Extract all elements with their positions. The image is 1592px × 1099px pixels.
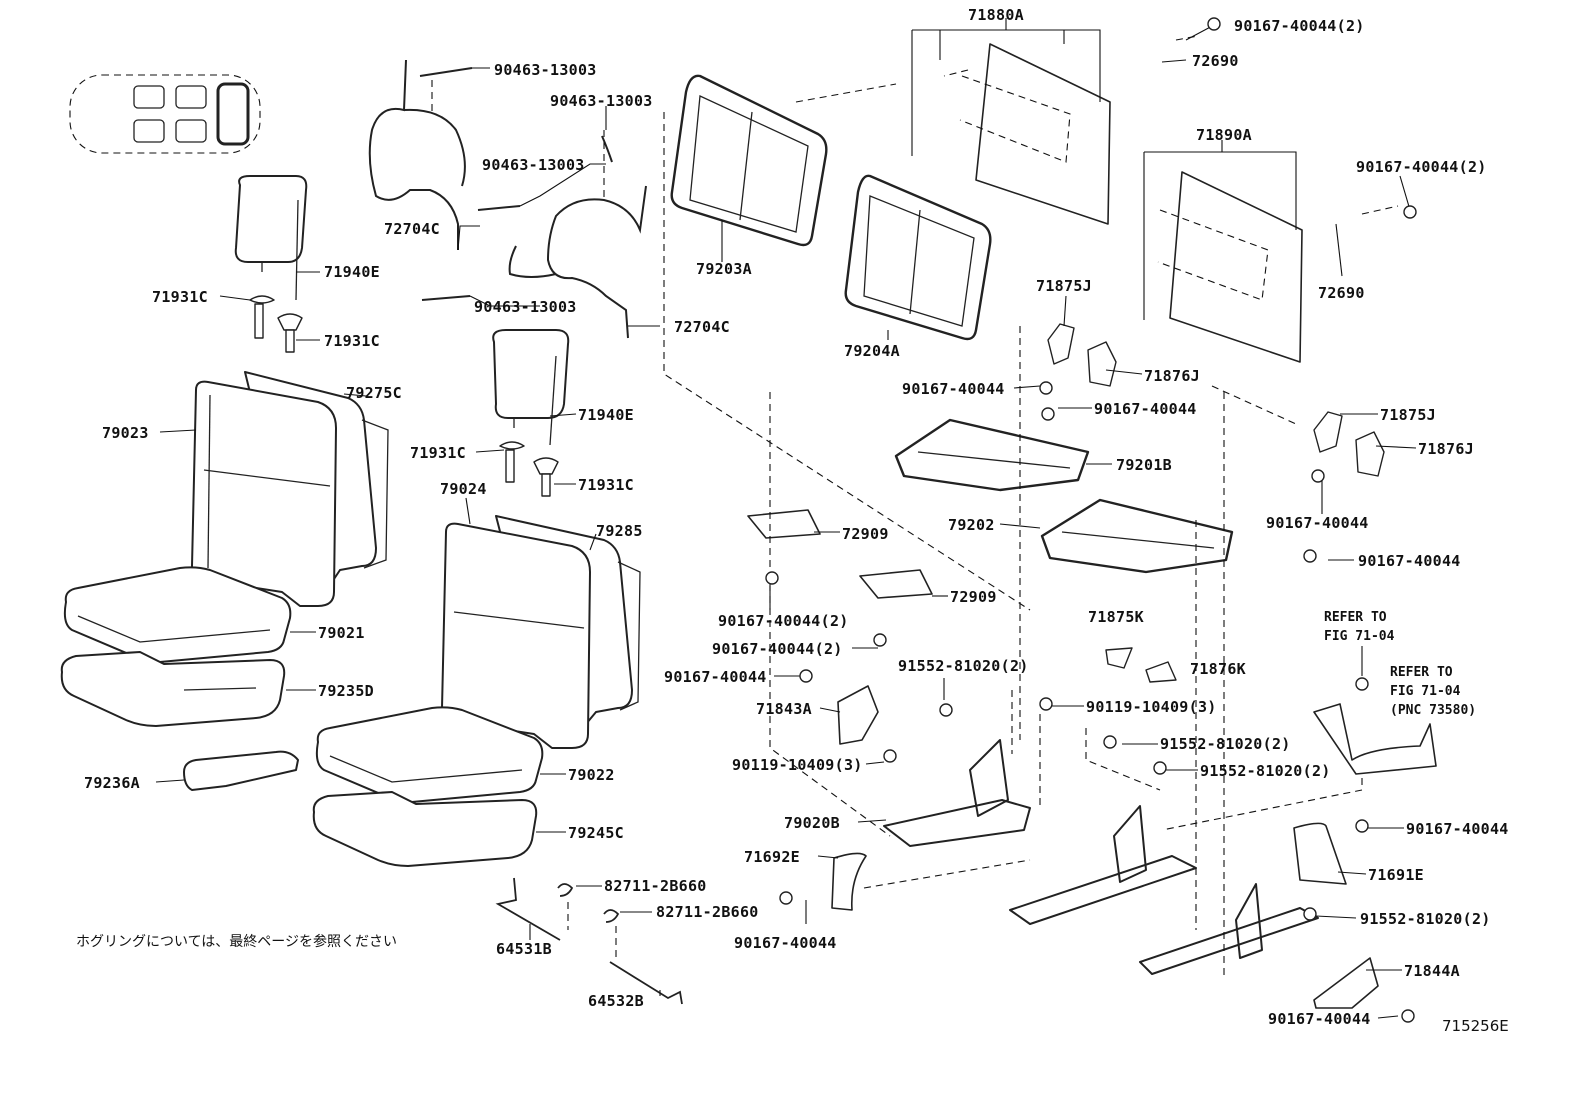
label-72690-right: 72690 bbox=[1318, 284, 1365, 302]
seat-back-right bbox=[441, 515, 641, 749]
label-79235d: 79235D bbox=[318, 682, 374, 700]
label-79020b: 79020B bbox=[784, 814, 840, 832]
rear-board-71880a bbox=[959, 43, 1111, 225]
label-90167-top: 90167-40044(2) bbox=[1234, 17, 1365, 35]
label-90463-3: 90463-13003 bbox=[482, 156, 585, 174]
label-79245c: 79245C bbox=[568, 824, 624, 842]
seat-layout-key bbox=[69, 74, 261, 154]
label-71931c-3: 71931C bbox=[410, 444, 466, 462]
label-82711-2: 82711-2B660 bbox=[656, 903, 759, 921]
rear-board-71890a bbox=[1157, 171, 1303, 363]
label-71940e-2: 71940E bbox=[578, 406, 634, 424]
label-91552-2: 91552-81020(2) bbox=[1160, 735, 1291, 753]
label-79275c: 79275C bbox=[346, 384, 402, 402]
label-79285: 79285 bbox=[596, 522, 643, 540]
label-90167-e: 90167-40044(2) bbox=[718, 612, 849, 630]
label-71875k: 71875K bbox=[1088, 608, 1144, 626]
label-79203a: 79203A bbox=[696, 260, 752, 278]
label-90463-2: 90463-13003 bbox=[550, 92, 653, 110]
leader-lines bbox=[155, 18, 1417, 1019]
label-71931c-2: 71931C bbox=[324, 332, 380, 350]
label-64531b: 64531B bbox=[496, 940, 552, 958]
label-79022: 79022 bbox=[568, 766, 615, 784]
label-90463-1: 90463-13003 bbox=[494, 61, 597, 79]
label-71876k: 71876K bbox=[1190, 660, 1246, 678]
hog-ring-wires bbox=[495, 877, 683, 1005]
label-71876j-2: 71876J bbox=[1418, 440, 1474, 458]
assembly-guides bbox=[431, 35, 1399, 980]
label-72704c-1: 72704C bbox=[384, 220, 440, 238]
refer-note-2-line1: REFER TO bbox=[1390, 665, 1453, 680]
label-71940e-1: 71940E bbox=[324, 263, 380, 281]
label-90167-g: 90167-40044 bbox=[664, 668, 767, 686]
label-71875j-2: 71875J bbox=[1380, 406, 1436, 424]
refer-note-2-line3: (PNC 73580) bbox=[1390, 703, 1476, 718]
figure-code: 715256E bbox=[1442, 1017, 1509, 1035]
seat-cushion-right bbox=[312, 706, 544, 867]
side-covers bbox=[831, 685, 1437, 1009]
label-79201b: 79201B bbox=[1116, 456, 1172, 474]
label-71931c-1: 71931C bbox=[152, 288, 208, 306]
part-labels: 71880A 90167-40044(2) 72690 90463-13003 … bbox=[76, 6, 1509, 1035]
label-72909-1: 72909 bbox=[842, 525, 889, 543]
label-90167-j: 90167-40044 bbox=[1268, 1010, 1371, 1028]
seat-cushion-left bbox=[60, 566, 292, 727]
label-71890a: 71890A bbox=[1196, 126, 1252, 144]
label-91552-4: 91552-81020(2) bbox=[1360, 910, 1491, 928]
label-90119-2: 90119-10409(3) bbox=[732, 756, 863, 774]
seatback-frame-79204a bbox=[844, 174, 992, 341]
cushion-frames bbox=[894, 418, 1234, 574]
label-71691e: 71691E bbox=[1368, 866, 1424, 884]
label-91552-3: 91552-81020(2) bbox=[1200, 762, 1331, 780]
label-90167-h: 90167-40044 bbox=[1406, 820, 1509, 838]
label-71875j-1: 71875J bbox=[1036, 277, 1092, 295]
release-cables bbox=[368, 59, 647, 339]
label-72690-top: 72690 bbox=[1192, 52, 1239, 70]
refer-note-2-line2: FIG 71-04 bbox=[1390, 684, 1461, 699]
label-71880a: 71880A bbox=[968, 6, 1024, 24]
trim-cover-79236a bbox=[183, 750, 299, 791]
mat-plates-72909 bbox=[747, 509, 933, 599]
refer-note-1-line2: FIG 71-04 bbox=[1324, 629, 1395, 644]
seat-back-left bbox=[191, 371, 389, 607]
label-79024: 79024 bbox=[440, 480, 487, 498]
label-79204a: 79204A bbox=[844, 342, 900, 360]
label-79021: 79021 bbox=[318, 624, 365, 642]
label-72704c-2: 72704C bbox=[674, 318, 730, 336]
headrest-right bbox=[492, 329, 570, 497]
label-79202: 79202 bbox=[948, 516, 995, 534]
label-82711-1: 82711-2B660 bbox=[604, 877, 707, 895]
hog-ring-note: ホグリングについては、最終ページを参照ください bbox=[76, 933, 397, 950]
label-90463-4: 90463-13003 bbox=[474, 298, 577, 316]
label-71876j-1: 71876J bbox=[1144, 367, 1200, 385]
label-64532b: 64532B bbox=[588, 992, 644, 1010]
label-71692e: 71692E bbox=[744, 848, 800, 866]
headrest-left bbox=[234, 175, 308, 353]
label-90167-i: 90167-40044 bbox=[734, 934, 837, 952]
label-79236a: 79236A bbox=[84, 774, 140, 792]
hinge-covers bbox=[1047, 323, 1385, 683]
label-91552-1: 91552-81020(2) bbox=[898, 657, 1029, 675]
refer-note-1-line1: REFER TO bbox=[1324, 610, 1387, 625]
label-90119-1: 90119-10409(3) bbox=[1086, 698, 1217, 716]
label-90167-f: 90167-40044(2) bbox=[712, 640, 843, 658]
label-71844a: 71844A bbox=[1404, 962, 1460, 980]
label-79023: 79023 bbox=[102, 424, 149, 442]
label-90167-a: 90167-40044 bbox=[902, 380, 1005, 398]
seatback-frame-79203a bbox=[670, 74, 828, 247]
label-71931c-4: 71931C bbox=[578, 476, 634, 494]
label-90167-b: 90167-40044 bbox=[1094, 400, 1197, 418]
label-71843a: 71843A bbox=[756, 700, 812, 718]
label-72909-2: 72909 bbox=[950, 588, 997, 606]
label-90167-c: 90167-40044 bbox=[1266, 514, 1369, 532]
label-90167-d: 90167-40044 bbox=[1358, 552, 1461, 570]
fasteners bbox=[765, 17, 1417, 1023]
label-90167-right: 90167-40044(2) bbox=[1356, 158, 1487, 176]
